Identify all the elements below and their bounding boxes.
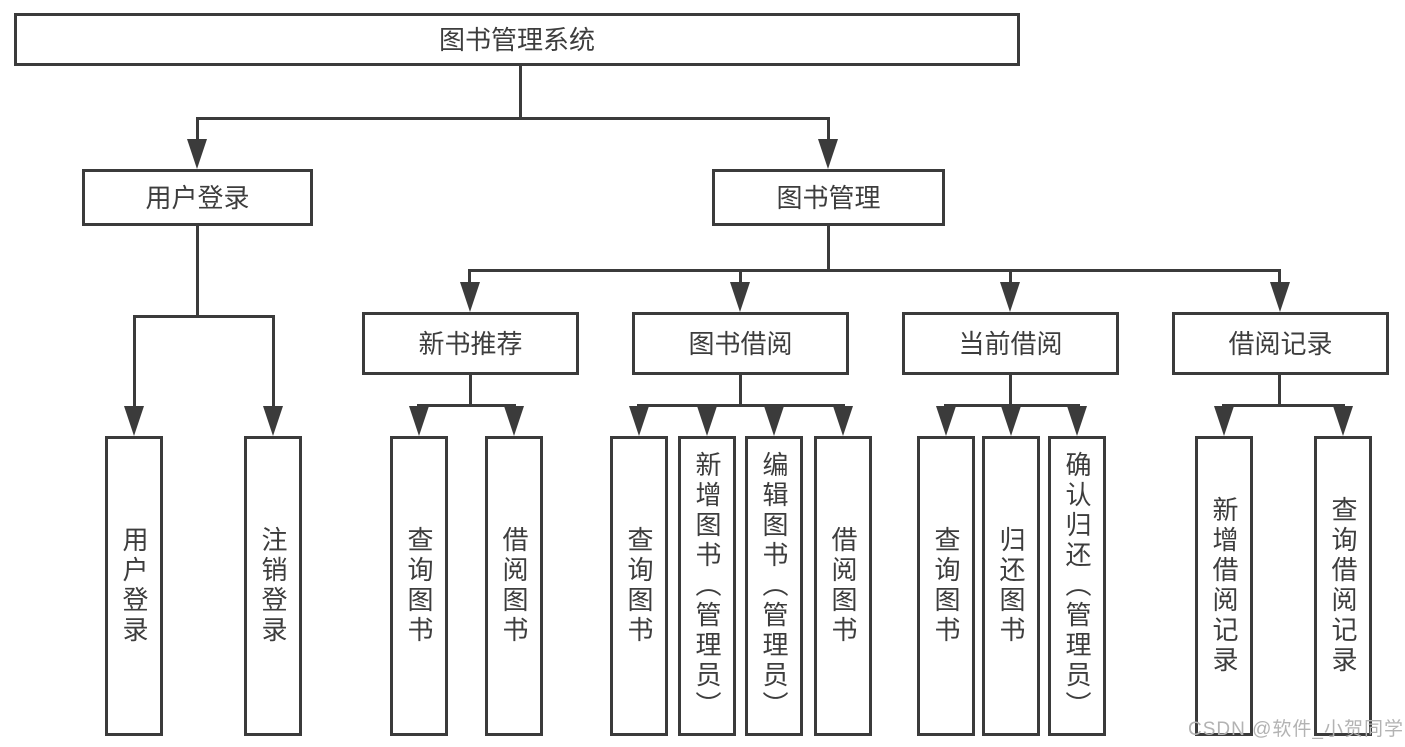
trunk-line-current-borrow: [1009, 375, 1012, 407]
node-user-login-label: 用户登录: [145, 182, 250, 213]
trunk-line-user-login: [196, 226, 199, 318]
leaf-records-query-record: 查询借阅记录: [1314, 436, 1372, 736]
drop-line-leaf-logout: [272, 315, 275, 410]
leaf-borrow-add-books-label: 新增图书（管理员）: [692, 451, 722, 721]
connector-line-new-book: [417, 404, 516, 407]
arrowhead-icon: [187, 139, 207, 169]
node-book-management: 图书管理: [712, 169, 945, 226]
leaf-borrow-add-books: 新增图书（管理员）: [678, 436, 736, 736]
leaf-current-confirm-return: 确认归还（管理员）: [1048, 436, 1106, 736]
connector-line-level1: [196, 117, 830, 120]
leaf-borrow-borrow-books-label: 借阅图书: [828, 526, 858, 646]
drop-line-book-management: [827, 117, 830, 142]
drop-line-leaf-user-login: [133, 315, 136, 410]
leaf-records-add-record: 新增借阅记录: [1195, 436, 1253, 736]
arrowhead-icon: [409, 406, 429, 436]
node-current-borrow: 当前借阅: [902, 312, 1119, 375]
arrowhead-icon: [1000, 282, 1020, 312]
leaf-borrow-edit-books: 编辑图书（管理员）: [745, 436, 803, 736]
arrowhead-icon: [504, 406, 524, 436]
leaf-rec-query-books: 查询图书: [390, 436, 448, 736]
leaf-current-return-books: 归还图书: [982, 436, 1040, 736]
leaf-borrow-borrow-books: 借阅图书: [814, 436, 872, 736]
leaf-borrow-edit-books-label: 编辑图书（管理员）: [759, 451, 789, 721]
connector-line-current-borrow: [944, 404, 1080, 407]
arrowhead-icon: [730, 282, 750, 312]
arrowhead-icon: [124, 406, 144, 436]
node-borrow-records-label: 借阅记录: [1228, 328, 1333, 359]
arrowhead-icon: [818, 139, 838, 169]
trunk-line-new-book: [469, 375, 472, 407]
leaf-logout: 注销登录: [244, 436, 302, 736]
node-user-login: 用户登录: [82, 169, 313, 226]
node-book-borrow: 图书借阅: [632, 312, 849, 375]
leaf-user-login: 用户登录: [105, 436, 163, 736]
arrowhead-icon: [697, 406, 717, 436]
connector-line-book-borrow: [637, 404, 845, 407]
leaf-records-query-record-label: 查询借阅记录: [1328, 496, 1358, 676]
trunk-line-book-borrow: [739, 375, 742, 407]
drop-line-borrow-records: [1278, 269, 1281, 285]
arrowhead-icon: [833, 406, 853, 436]
connector-line-level2: [468, 269, 1281, 272]
leaf-current-query-books-label: 查询图书: [931, 526, 961, 646]
node-book-borrow-label: 图书借阅: [688, 328, 793, 359]
arrowhead-icon: [936, 406, 956, 436]
node-current-borrow-label: 当前借阅: [958, 328, 1063, 359]
connector-line-user-login: [133, 315, 275, 318]
leaf-user-login-label: 用户登录: [119, 526, 149, 646]
leaf-rec-borrow-books-label: 借阅图书: [499, 526, 529, 646]
leaf-logout-label: 注销登录: [258, 526, 288, 646]
watermark: CSDN @软件_小贺同学: [1188, 719, 1404, 740]
node-book-management-label: 图书管理: [776, 182, 881, 213]
drop-line-book-borrow: [739, 269, 742, 285]
connector-line-borrow-records: [1222, 404, 1345, 407]
leaf-borrow-query-books: 查询图书: [610, 436, 668, 736]
trunk-line-root: [519, 64, 522, 119]
arrowhead-icon: [460, 282, 480, 312]
arrowhead-icon: [1001, 406, 1021, 436]
arrowhead-icon: [263, 406, 283, 436]
arrowhead-icon: [629, 406, 649, 436]
drop-line-new-book: [468, 269, 471, 285]
arrowhead-icon: [1067, 406, 1087, 436]
leaf-current-query-books: 查询图书: [917, 436, 975, 736]
node-borrow-records: 借阅记录: [1172, 312, 1389, 375]
trunk-line-borrow-records: [1278, 375, 1281, 407]
arrowhead-icon: [1214, 406, 1234, 436]
leaf-borrow-query-books-label: 查询图书: [624, 526, 654, 646]
arrowhead-icon: [1270, 282, 1290, 312]
leaf-current-confirm-return-label: 确认归还（管理员）: [1062, 451, 1092, 721]
drop-line-user-login: [196, 117, 199, 142]
leaf-rec-borrow-books: 借阅图书: [485, 436, 543, 736]
node-root-label: 图书管理系统: [438, 24, 595, 55]
node-new-book-recommend-label: 新书推荐: [418, 328, 523, 359]
arrowhead-icon: [764, 406, 784, 436]
drop-line-current-borrow: [1009, 269, 1012, 285]
node-new-book-recommend: 新书推荐: [362, 312, 579, 375]
trunk-line-book-management: [827, 226, 830, 272]
leaf-current-return-books-label: 归还图书: [996, 526, 1026, 646]
leaf-rec-query-books-label: 查询图书: [404, 526, 434, 646]
arrowhead-icon: [1333, 406, 1353, 436]
node-root: 图书管理系统: [14, 13, 1020, 66]
leaf-records-add-record-label: 新增借阅记录: [1209, 496, 1239, 676]
